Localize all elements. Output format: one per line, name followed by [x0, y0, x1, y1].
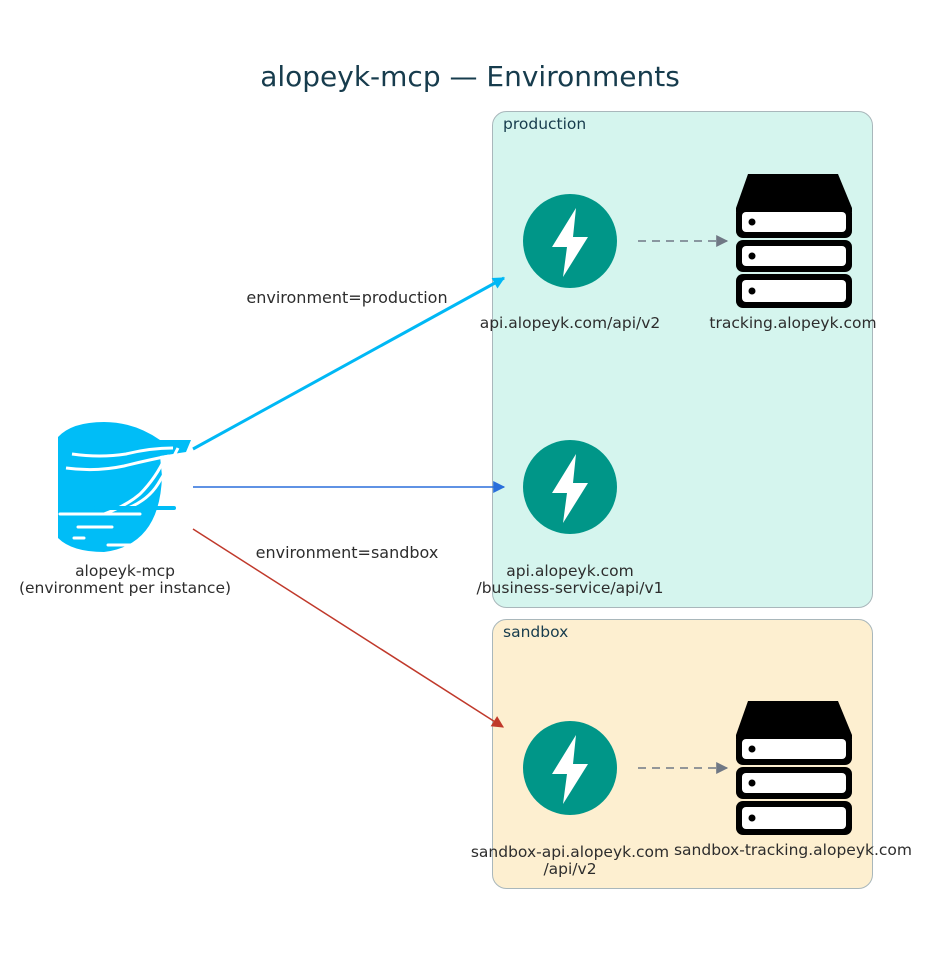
node-client-label: alopeyk-mcp — [75, 562, 175, 580]
server-stack-icon — [736, 174, 852, 308]
cluster-sandbox-label: sandbox — [503, 623, 568, 641]
node-prod-business: api.alopeyk.com /business-service/api/v1 — [476, 440, 664, 597]
cluster-production-label: production — [503, 115, 586, 133]
edge-line — [192, 528, 505, 728]
edge-label-sandbox: environment=sandbox — [256, 543, 439, 562]
edge-label-production: environment=production — [246, 288, 447, 307]
bird-logo-icon — [46, 422, 191, 552]
node-sandbox-tracking-label: sandbox-tracking.alopeyk.com — [674, 841, 912, 859]
node-prod-business-sublabel: /business-service/api/v1 — [476, 579, 663, 597]
node-sandbox-tracking: sandbox-tracking.alopeyk.com — [674, 701, 912, 859]
node-prod-api: api.alopeyk.com/api/v2 — [480, 194, 661, 332]
lightning-icon — [523, 721, 617, 815]
node-prod-tracking-label: tracking.alopeyk.com — [709, 314, 876, 332]
node-sandbox-api-sublabel: /api/v2 — [543, 860, 596, 878]
edge-to-prod-api: environment=production — [192, 276, 506, 451]
node-sandbox-api: sandbox-api.alopeyk.com /api/v2 — [471, 721, 669, 878]
edge-line — [192, 276, 506, 451]
node-prod-api-label: api.alopeyk.com/api/v2 — [480, 314, 661, 332]
node-sandbox-api-label: sandbox-api.alopeyk.com — [471, 843, 669, 861]
edge-to-sandbox-api: environment=sandbox — [192, 528, 505, 728]
node-prod-business-label: api.alopeyk.com — [506, 562, 633, 580]
node-client: alopeyk-mcp (environment per instance) — [19, 422, 231, 597]
node-prod-tracking: tracking.alopeyk.com — [709, 174, 877, 332]
lightning-icon — [523, 440, 617, 534]
node-client-sublabel: (environment per instance) — [19, 579, 231, 597]
diagram-title: alopeyk-mcp — Environments — [260, 60, 680, 93]
lightning-icon — [523, 194, 617, 288]
server-stack-icon — [736, 701, 852, 835]
